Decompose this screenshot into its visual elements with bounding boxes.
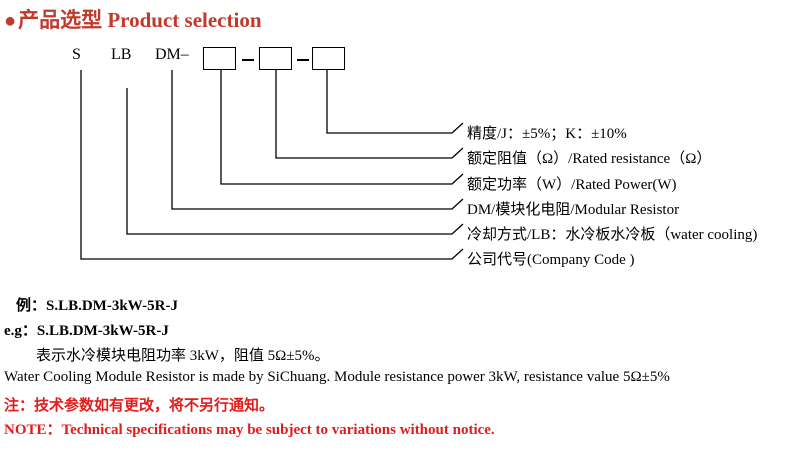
resistance-code-box	[259, 47, 292, 70]
page-title: ●产品选型 Product selection	[4, 4, 262, 34]
connector-lines	[80, 70, 464, 260]
power-code-box	[203, 47, 236, 70]
code-dash-1	[242, 59, 254, 61]
example-desc-en: Water Cooling Module Resistor is made by…	[4, 369, 670, 385]
connector-cooling	[126, 88, 464, 235]
label-rated-resistance: 额定阻值（Ω）/Rated resistance（Ω）	[467, 151, 712, 167]
label-company-code: 公司代号(Company Code )	[467, 252, 635, 268]
label-tolerance: 精度/J：±5%；K：±10%	[467, 126, 627, 142]
bullet-icon: ●	[4, 10, 17, 32]
code-part-lb: LB	[111, 46, 132, 63]
label-rated-power: 额定功率（W）/Rated Power(W)	[467, 177, 677, 193]
connector-modular	[171, 70, 464, 210]
label-cooling-method: 冷却方式/LB：水冷板水冷板（water cooling)	[467, 227, 758, 243]
notice-en: NOTE：Technical specifications may be sub…	[4, 422, 495, 438]
example-en: e.g：S.LB.DM-3kW-5R-J	[4, 323, 169, 339]
code-part-dm: DM–	[155, 46, 189, 63]
example-zh: 例：S.LB.DM-3kW-5R-J	[16, 298, 178, 314]
connector-power	[220, 70, 464, 185]
title-text: 产品选型 Product selection	[18, 8, 262, 32]
code-part-s: S	[72, 46, 81, 63]
notice-zh: 注：技术参数如有更改，将不另行通知。	[4, 398, 275, 414]
tolerance-code-box	[312, 47, 345, 70]
code-dash-2	[297, 59, 309, 61]
connector-tolerance	[326, 70, 464, 134]
connector-company	[80, 70, 464, 260]
connector-resistance	[275, 70, 464, 159]
label-modular-resistor: DM/模块化电阻/Modular Resistor	[467, 202, 680, 218]
example-desc-zh: 表示水冷模块电阻功率 3kW，阻值 5Ω±5%。	[36, 348, 330, 364]
